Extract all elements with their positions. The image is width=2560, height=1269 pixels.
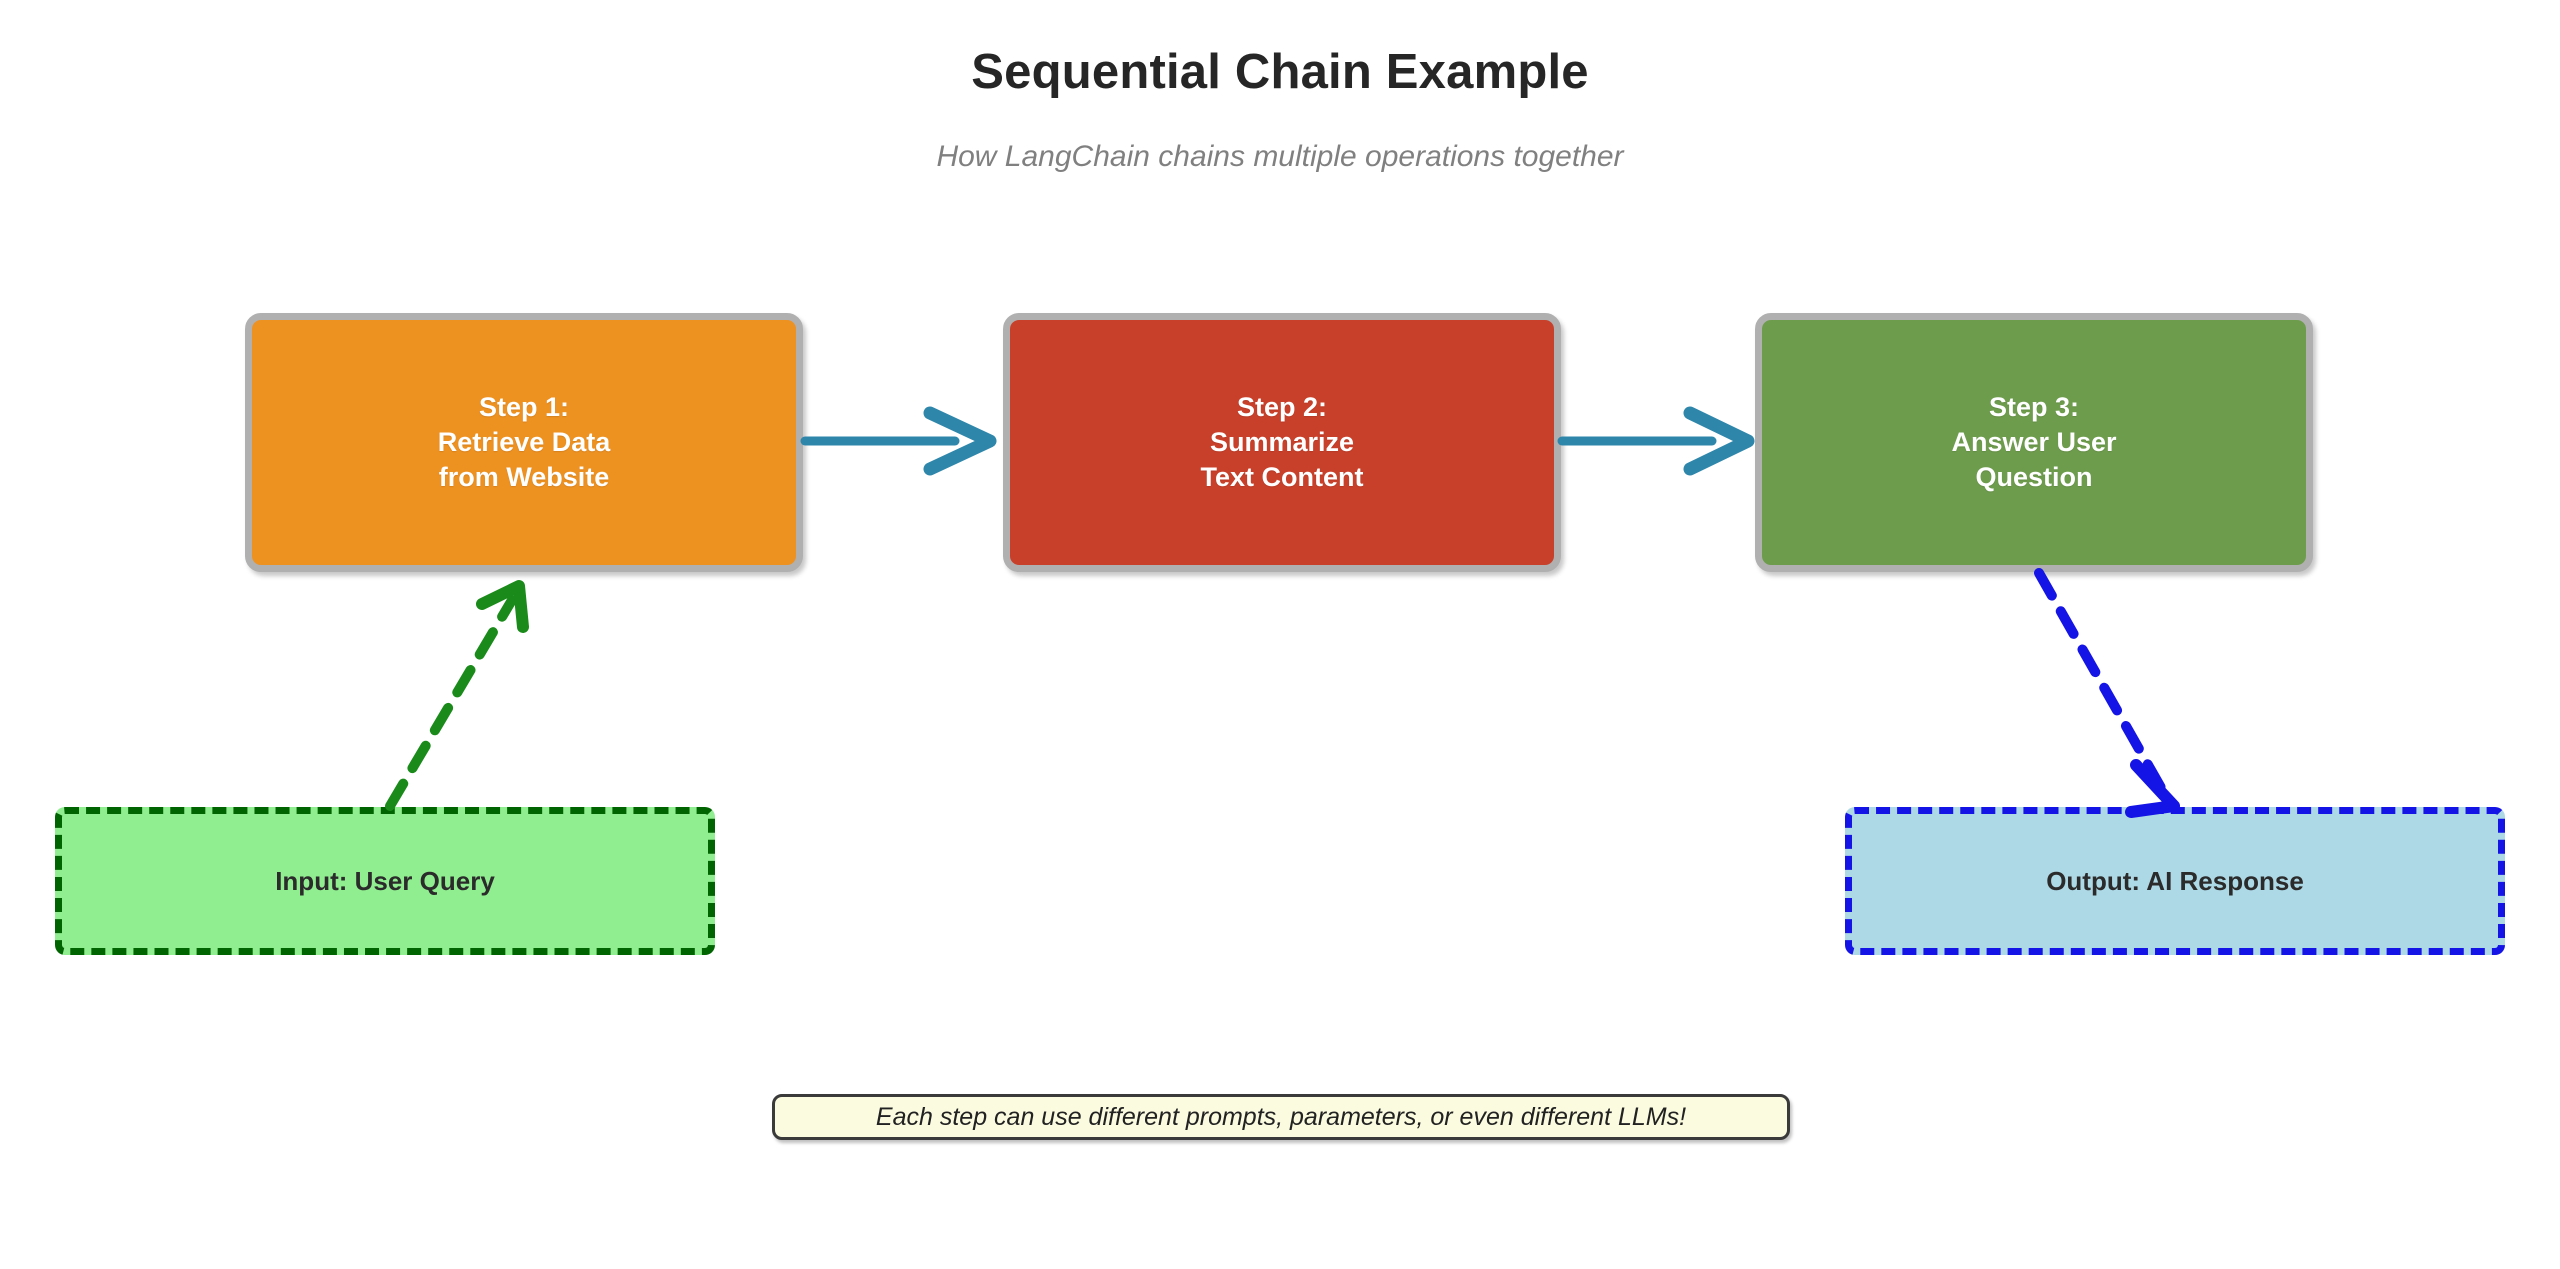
- input-node-label: Input: User Query: [275, 865, 495, 896]
- footer-note-text: Each step can use different prompts, par…: [875, 1102, 1687, 1131]
- footer-note: Each step can use different prompts, par…: [772, 1094, 1790, 1140]
- output-node-label: Output: AI Response: [2046, 865, 2304, 896]
- page-title: Sequential Chain Example: [971, 45, 1589, 99]
- arrow-step1-to-step2-icon: [800, 406, 997, 476]
- step-box-1[interactable]: Step 1: Retrieve Data from Website: [245, 313, 803, 572]
- arrow-input-to-step1-icon: [385, 580, 529, 811]
- output-node[interactable]: Output: AI Response: [1845, 807, 2505, 955]
- step-box-2-label: Step 2: Summarize Text Content: [1200, 391, 1364, 493]
- arrow-step2-to-step3-icon: [1557, 406, 1755, 476]
- step-box-2[interactable]: Step 2: Summarize Text Content: [1003, 313, 1561, 572]
- step-box-3-label: Step 3: Answer User Question: [1951, 391, 2117, 493]
- step-box-1-label: Step 1: Retrieve Data from Website: [437, 391, 611, 493]
- arrow-step3-to-output-icon: [2034, 568, 2180, 818]
- page-subtitle: How LangChain chains multiple operations…: [936, 140, 1624, 173]
- input-node[interactable]: Input: User Query: [55, 807, 715, 955]
- step-box-3[interactable]: Step 3: Answer User Question: [1755, 313, 2313, 572]
